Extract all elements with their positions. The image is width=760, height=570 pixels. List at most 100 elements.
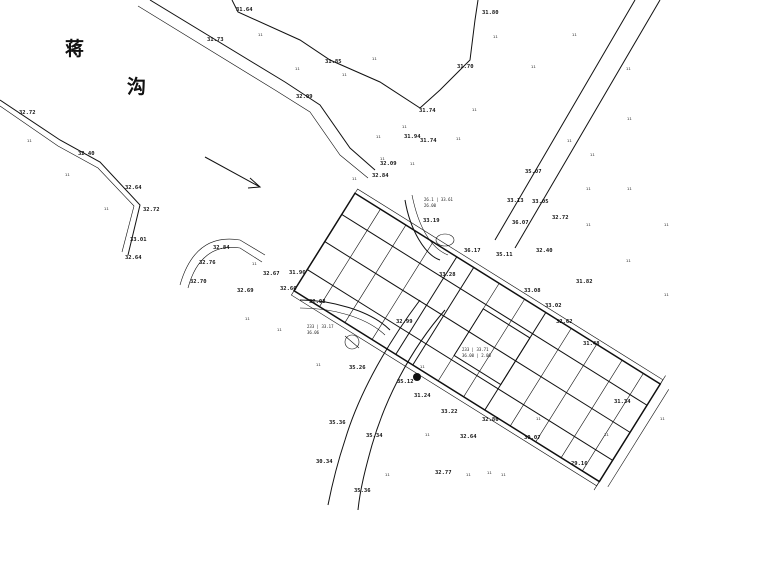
spot-height-mark: ıı xyxy=(626,66,631,71)
spot-height-mark: ıı xyxy=(536,416,541,421)
elevation-label: 32.76 xyxy=(199,260,216,266)
spot-height-mark: ıı xyxy=(104,206,109,211)
spot-height-mark: ıı xyxy=(258,32,263,37)
place-name-1: 蒋 xyxy=(65,37,84,60)
spot-height-mark: ıı xyxy=(277,327,282,332)
elevation-label: 32.64 xyxy=(125,185,142,191)
spot-height-mark: ıı xyxy=(385,472,390,477)
road-curve-1 xyxy=(327,299,421,506)
bank-line-upper-inner xyxy=(137,5,369,179)
spot-height-mark: ıı xyxy=(627,186,632,191)
sluice-structure xyxy=(290,188,670,491)
bank-line-upper-outer xyxy=(149,0,376,171)
elevation-label: 32.66 xyxy=(280,286,297,292)
spot-height-mark: ıı xyxy=(295,66,300,71)
elevation-label: 33.05 xyxy=(532,199,549,205)
elevation-label: 32.84 xyxy=(213,245,230,251)
spot-height-mark: ıı xyxy=(664,222,669,227)
elevation-label: 33.19 xyxy=(423,218,440,224)
spot-height-mark: ıı xyxy=(567,138,572,143)
note-a: 26.1 | 33.61 xyxy=(424,197,453,202)
spot-height-mark: ıı xyxy=(586,186,591,191)
elevation-label: 33.01 xyxy=(130,237,147,243)
inlet-curve-inner xyxy=(187,247,263,289)
spot-height-mark: ıı xyxy=(493,34,498,39)
elevation-label: 31.24 xyxy=(414,393,431,399)
spot-height-mark: ıı xyxy=(626,258,631,263)
place-name-2: 沟 xyxy=(127,75,146,98)
spot-height-mark: ıı xyxy=(65,172,70,177)
spot-height-mark: ıı xyxy=(352,176,357,181)
elevation-label: 31.64 xyxy=(236,7,253,13)
spot-height-mark: ıı xyxy=(456,136,461,141)
elevation-label: 33.02 xyxy=(545,303,562,309)
inlet-curve xyxy=(179,238,266,286)
spot-height-mark: ıı xyxy=(590,152,595,157)
elevation-label: 32.99 xyxy=(396,319,413,325)
elevation-label: 30.07 xyxy=(524,435,541,441)
elevation-label: 32.70 xyxy=(190,279,207,285)
elevation-label: 32.08 xyxy=(309,299,326,305)
note-c: 233 | 33.71 xyxy=(462,347,489,352)
elevation-label: 32.72 xyxy=(19,110,36,116)
note-a-sub: 26.00 xyxy=(424,203,437,208)
structure-notes: 26.1 | 33.61 26.00 233 | 33.17 36.06 233… xyxy=(307,197,491,358)
spot-height-mark: ıı xyxy=(402,124,407,129)
elevation-label: 31.96 xyxy=(289,270,306,276)
spot-height-mark: ıı xyxy=(316,362,321,367)
elevation-label: 30.34 xyxy=(316,459,333,465)
survey-point xyxy=(413,373,421,381)
elevation-label: 35.34 xyxy=(366,433,383,439)
elevation-label: 33.13 xyxy=(507,198,524,204)
spot-height-mark: ıı xyxy=(531,64,536,69)
road-edge-1 xyxy=(494,0,636,241)
elevation-label: 31.74 xyxy=(420,138,437,144)
elevation-labels: 31.64 31.80 31.73 31.85 31.70 32.09 31.7… xyxy=(19,7,631,494)
spot-height-mark: ıı xyxy=(252,261,257,266)
road-edge-2 xyxy=(514,0,661,249)
bank-line-left-inner xyxy=(0,105,135,253)
spot-height-mark: ıı xyxy=(604,432,609,437)
elevation-label: 32.40 xyxy=(78,151,95,157)
elevation-label: 33.08 xyxy=(524,288,541,294)
note-b: 233 | 33.17 xyxy=(307,324,334,329)
spot-height-marks: ıı ıı ıı ıı ıı ıı ıı ıı ıı ıı ıı ıı ıı ıı ıı ıı ıı ıı ıı ıı… xyxy=(27,32,669,477)
spot-height-mark: ıı xyxy=(410,161,415,166)
elevation-label: 31.74 xyxy=(419,108,436,114)
note-c-sub: 36.00 | 2.00 xyxy=(462,353,491,358)
elevation-label: 31.80 xyxy=(482,10,499,16)
spot-height-mark: ıı xyxy=(245,316,250,321)
elevation-label: 32.84 xyxy=(372,173,389,179)
spot-height-mark: ıı xyxy=(342,72,347,77)
road-curve-2 xyxy=(357,309,446,511)
note-b-sub: 36.06 xyxy=(307,330,320,335)
bank-line-left xyxy=(0,99,141,256)
elevation-label: 36.17 xyxy=(464,248,481,254)
elevation-label: 32.72 xyxy=(143,207,160,213)
spot-height-mark: ıı xyxy=(27,138,32,143)
elevation-label: 32.09 xyxy=(380,161,397,167)
elevation-label: 31.94 xyxy=(404,134,421,140)
elevation-label: 35.07 xyxy=(525,169,542,175)
spot-height-mark: ıı xyxy=(466,472,471,477)
spot-height-mark: ıı xyxy=(487,470,492,475)
elevation-label: 31.48 xyxy=(583,341,600,347)
elevation-label: 36.07 xyxy=(512,220,529,226)
elevation-label: 32.64 xyxy=(460,434,477,440)
elevation-label: 33.28 xyxy=(439,272,456,278)
elevation-label: 35.26 xyxy=(349,365,366,371)
elevation-label: 31.70 xyxy=(457,64,474,70)
elevation-label: 31.82 xyxy=(576,279,593,285)
terrain-lines xyxy=(0,0,661,511)
spot-height-mark: ıı xyxy=(660,416,665,421)
elevation-label: 35.11 xyxy=(496,252,513,258)
elevation-label: 32.67 xyxy=(263,271,280,277)
spot-height-mark: ıı xyxy=(425,432,430,437)
elevation-label: 35.36 xyxy=(329,420,346,426)
spot-height-mark: ıı xyxy=(572,32,577,37)
wing-walls xyxy=(299,194,455,381)
elevation-label: 32.40 xyxy=(536,248,553,254)
elevation-label: 32.69 xyxy=(237,288,254,294)
spot-height-mark: ıı xyxy=(501,472,506,477)
